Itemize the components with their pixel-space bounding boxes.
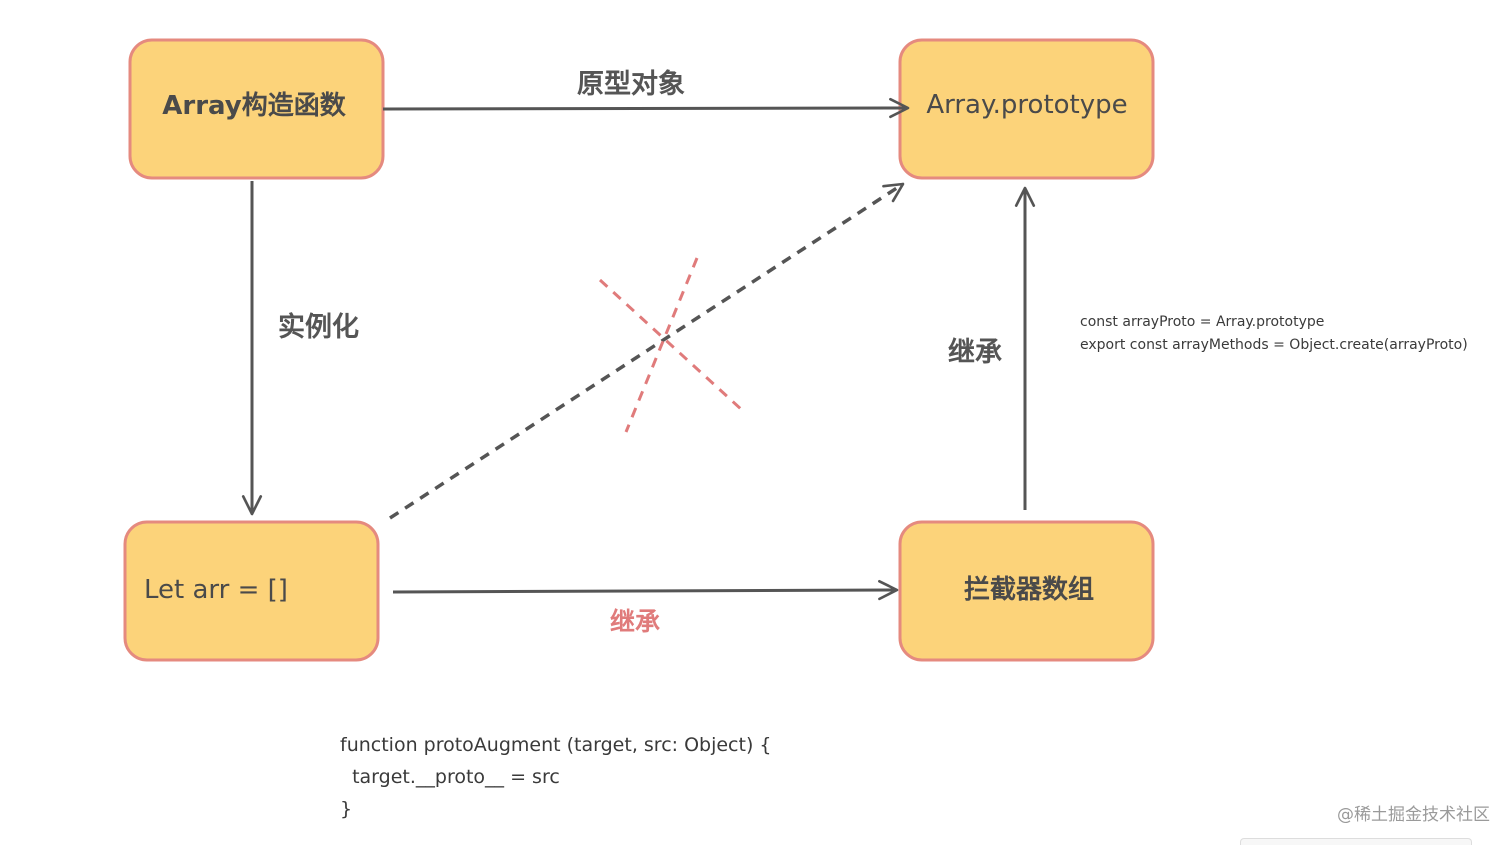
code-line: const arrayProto = Array.prototype: [1080, 314, 1325, 330]
node-let-arr: Let arr = []: [123, 520, 380, 662]
node-let-arr-label: Let arr = []: [144, 575, 288, 605]
code-line: target.__proto__ = src: [340, 766, 560, 788]
code-snippet-proto-augment: function protoAugment (target, src: Obje…: [340, 729, 772, 825]
code-line: function protoAugment (target, src: Obje…: [340, 734, 772, 756]
bottom-bar: [1240, 838, 1472, 845]
watermark: @稀土掘金技术社区: [1337, 805, 1490, 825]
node-array-prototype-label: Array.prototype: [926, 90, 1127, 120]
node-interceptor-array: 拦截器数组: [898, 520, 1155, 662]
edge-label-inherit-bottom: 继承: [610, 607, 660, 636]
edge-constructor-to-prototype: [382, 97, 910, 119]
node-array-prototype: Array.prototype: [898, 38, 1155, 180]
node-interceptor-array-label: 拦截器数组: [964, 574, 1094, 605]
edge-label-inherit-right: 继承: [948, 336, 1002, 368]
edge-arr-to-interceptor: [392, 579, 899, 601]
edge-label-prototype-object: 原型对象: [577, 68, 685, 100]
code-line: }: [340, 798, 353, 820]
node-array-constructor: Array构造函数: [128, 38, 385, 180]
cross-mark: [598, 257, 744, 433]
node-array-constructor-label: Array构造函数: [162, 91, 346, 121]
code-line: export const arrayMethods = Object.creat…: [1080, 337, 1468, 353]
edge-label-instantiate: 实例化: [278, 311, 359, 343]
edge-arr-to-prototype-dashed: [389, 182, 905, 520]
code-snippet-array-methods: const arrayProto = Array.prototype export…: [1080, 311, 1468, 357]
